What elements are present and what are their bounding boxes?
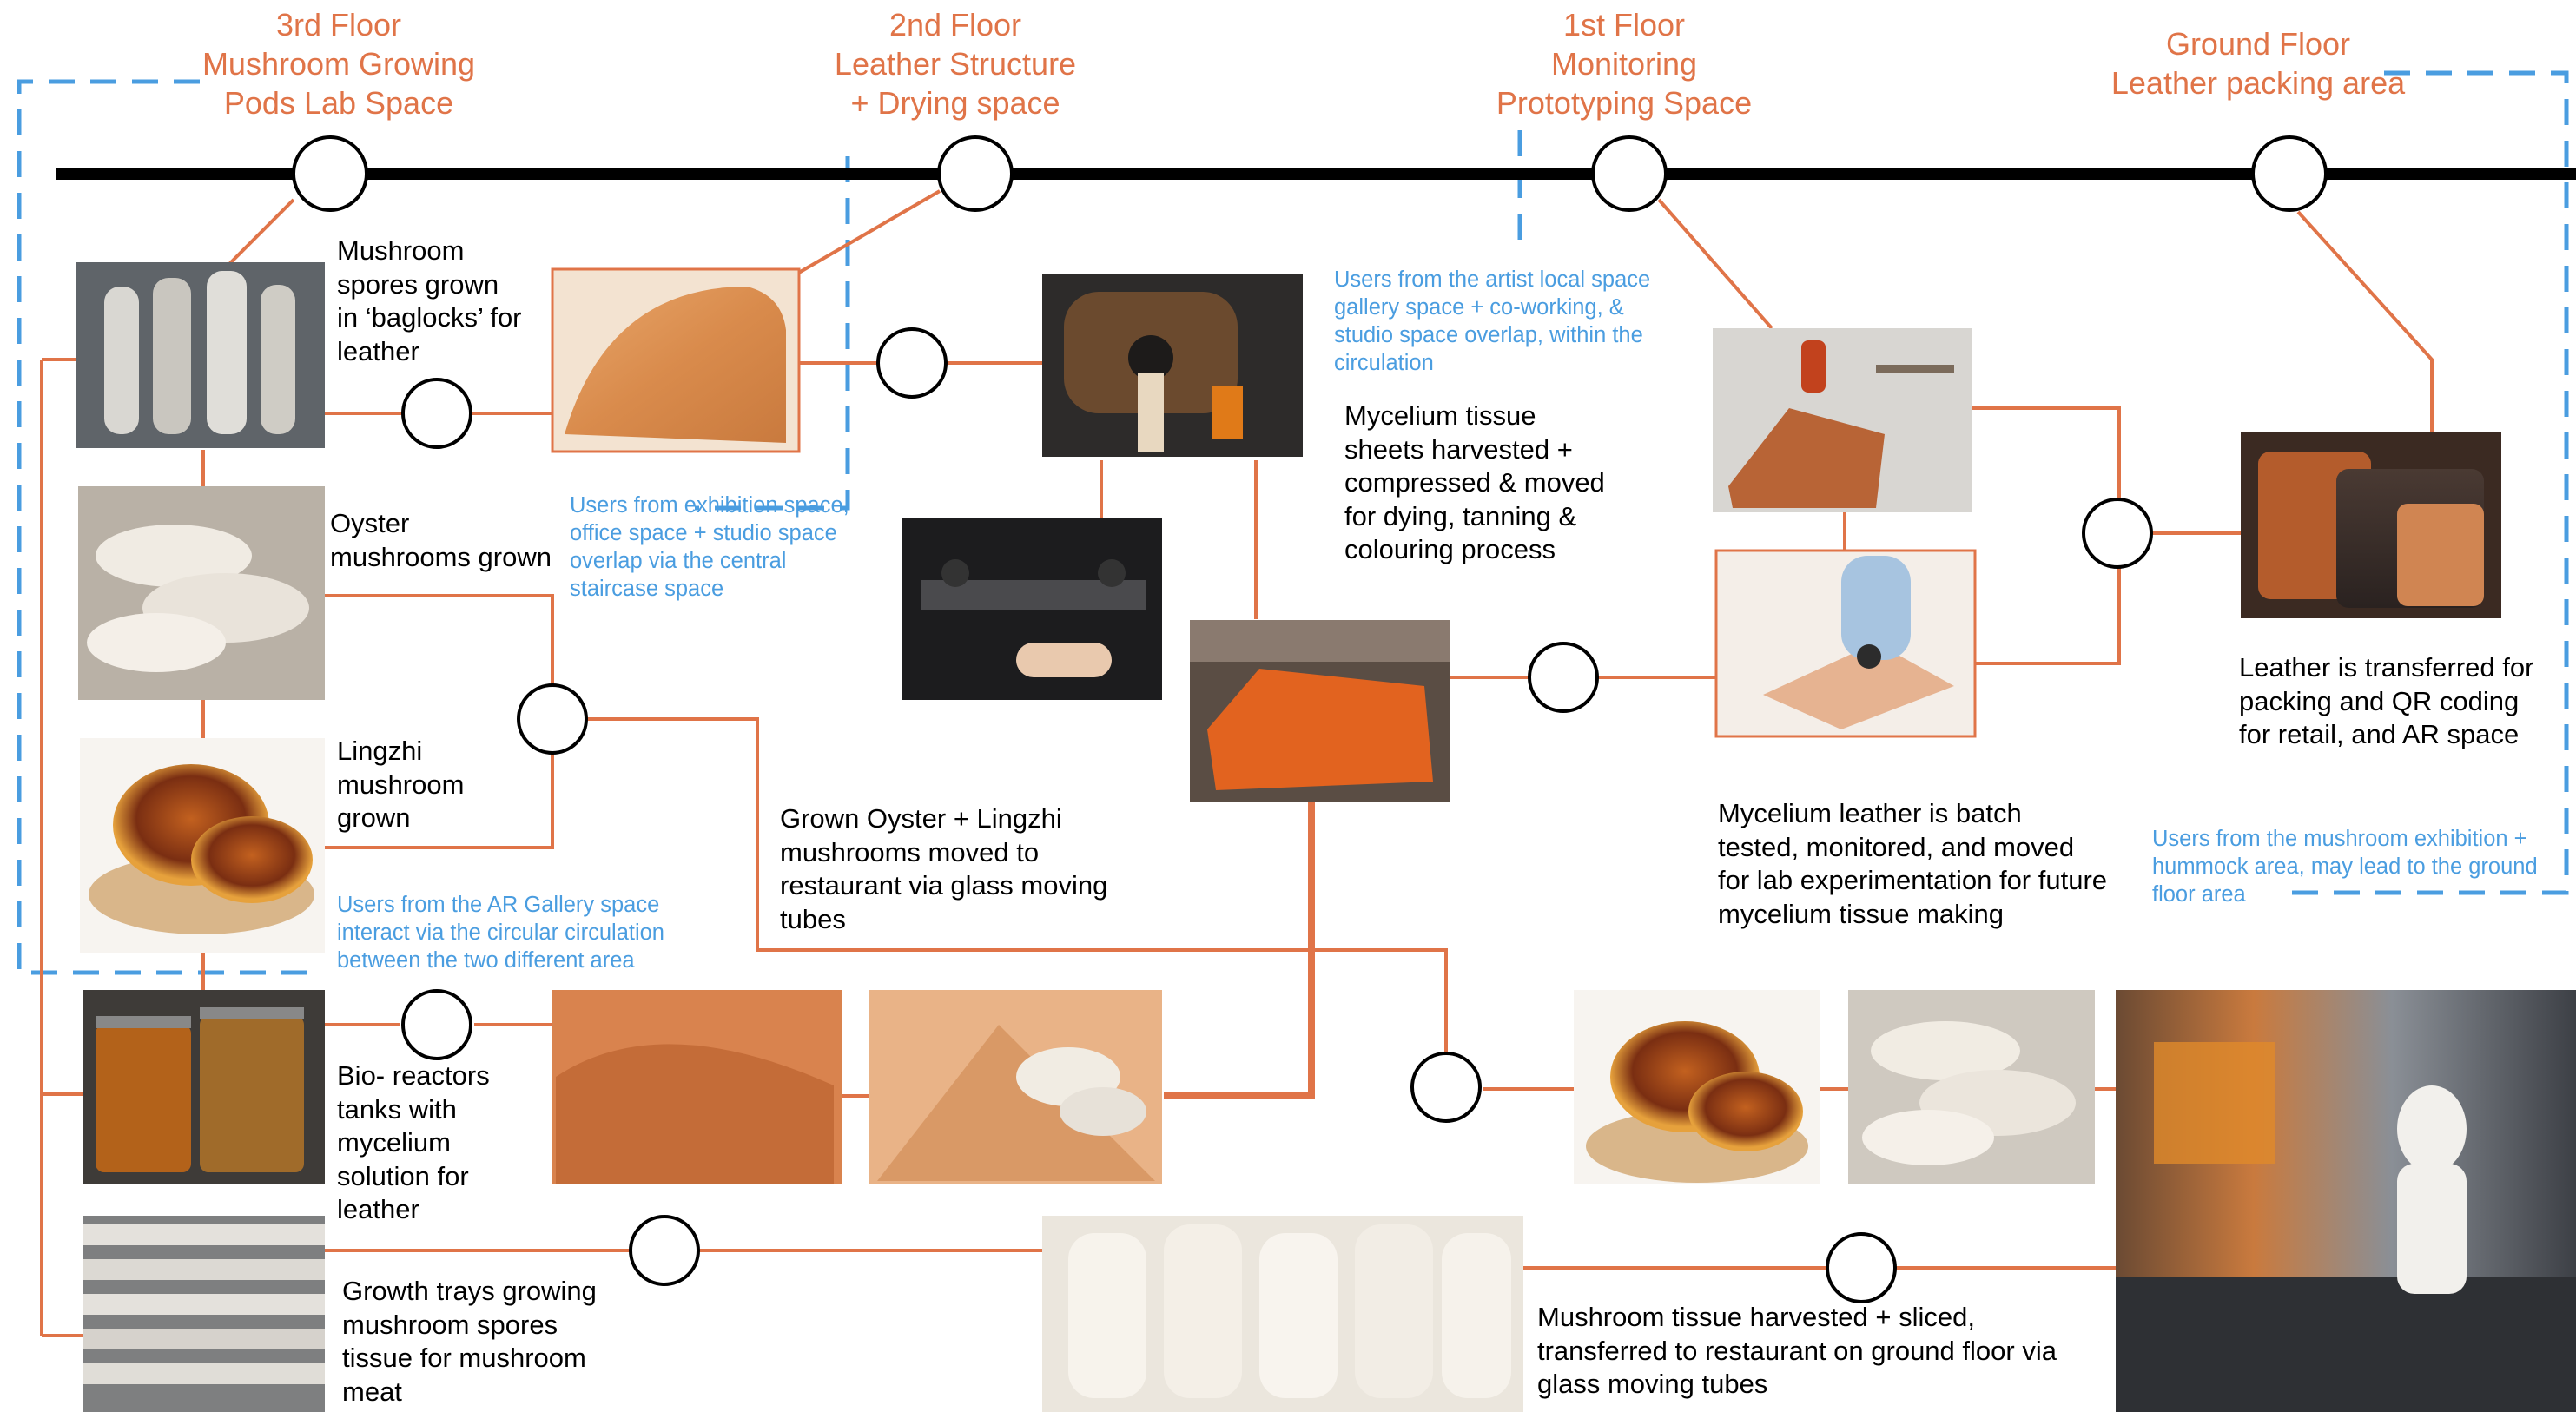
node-second-floor <box>937 135 1014 212</box>
zone-outlines <box>17 70 2569 975</box>
oyster-on-leather-photo <box>869 990 1162 1184</box>
batch-tested-description: Mycelium leather is batch tested, monito… <box>1718 798 2108 929</box>
sheets-harvested-description: Mycelium tissue sheets harvested + compr… <box>1344 400 1605 564</box>
drying-sheet-photo <box>1190 620 1450 802</box>
growth-trays-description: Growth trays growing mushroom spores tis… <box>342 1276 597 1407</box>
lingzhi-description: Lingzhi mushroom grown <box>337 736 465 833</box>
mushroom-tissue-photo <box>1042 1216 1523 1412</box>
growth-trays-photo <box>83 1216 325 1412</box>
zone-second-floor <box>695 156 850 511</box>
bioreactor-description: Bio- reactors tanks with mycelium soluti… <box>337 1060 490 1224</box>
leather-roll-photo <box>551 267 801 453</box>
artist-user-note: Users from the artist local space galler… <box>1334 267 1651 375</box>
flow-node <box>1410 1052 1482 1123</box>
node-ground-floor <box>2251 135 2328 212</box>
zone-ground-floor <box>2284 70 2569 895</box>
lingzhi-mushroom-photo <box>80 738 325 953</box>
ar-gallery-user-note: Users from the AR Gallery space interact… <box>337 893 664 973</box>
leather-pieces-photo <box>2241 432 2501 618</box>
oyster-mushroom-photo <box>78 486 325 700</box>
leather-tools-photo <box>1713 328 1972 512</box>
node-third-floor <box>292 135 368 212</box>
moved-restaurant-description: Grown Oyster + Lingzhi mushrooms moved t… <box>780 803 1108 934</box>
flow-node <box>876 327 948 399</box>
floor-label-second: 2nd Floor Leather Structure + Drying spa… <box>834 7 1077 121</box>
floor-label-ground: Ground Floor Leather packing area <box>2110 26 2406 101</box>
node-first-floor <box>1591 135 1668 212</box>
flow-node <box>401 378 472 449</box>
tissue-sliced-description: Mushroom tissue harvested + sliced, tran… <box>1537 1302 2057 1399</box>
floor-label-first: 1st Floor Monitoring Prototyping Space <box>1496 7 1753 121</box>
zone-third-floor <box>17 79 320 975</box>
flow-node <box>2082 498 2153 569</box>
flow-connectors <box>40 189 2434 1337</box>
leather-sheet-photo <box>552 990 842 1184</box>
oyster-mushroom-photo-2 <box>1848 990 2095 1184</box>
press-machine-photo <box>902 518 1162 700</box>
restaurant-kitchen-photo <box>2116 990 2576 1412</box>
tanning-drum-photo <box>1042 274 1303 457</box>
lingzhi-mushroom-photo-2 <box>1574 990 1820 1184</box>
gloved-hand-testing-photo <box>1714 549 1977 738</box>
oyster-description: Oyster mushrooms grown <box>330 508 552 572</box>
packing-description: Leather is transferred for packing and Q… <box>2239 652 2534 749</box>
flow-node <box>1528 642 1599 713</box>
spores-description: Mushroom spores grown in ‘baglocks’ for … <box>337 235 522 366</box>
bioreactor-tanks-photo <box>83 990 325 1184</box>
flow-node <box>629 1215 700 1286</box>
floor-label-third: 3rd Floor Mushroom Growing Pods Lab Spac… <box>201 7 476 121</box>
timeline-nodes <box>292 135 2328 212</box>
flow-node <box>517 683 588 755</box>
exhibition-user-note: Users from exhibition space, office spac… <box>570 493 849 601</box>
mushroom-baglocks-photo <box>76 262 325 448</box>
mushroom-exhibition-user-note: Users from the mushroom exhibition + hum… <box>2152 827 2538 907</box>
flow-node <box>1826 1232 1897 1303</box>
flow-nodes <box>401 327 2153 1303</box>
flow-node <box>401 989 472 1060</box>
